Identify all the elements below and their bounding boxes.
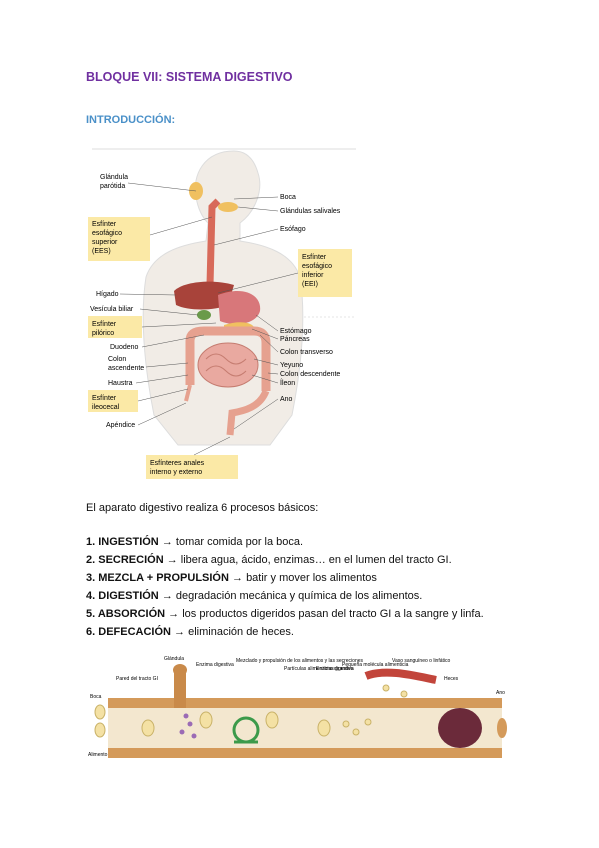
fig2-label-boca: Boca	[90, 694, 102, 700]
fig2-label-ano: Ano	[496, 690, 505, 696]
fig2-label-vaso: Vaso sanguíneo o linfático	[392, 658, 451, 664]
process-item: 6. DEFECACIÓN → eliminación de heces.	[86, 626, 294, 638]
fig2-label-particulas: Partículas alimenticias grandes	[284, 666, 354, 672]
fig2-label-glandula: Glándula	[164, 656, 184, 662]
label-pancreas: Páncreas	[280, 336, 310, 343]
label-estomago: Estómago	[280, 328, 312, 335]
process-item: 3. MEZCLA + PROPULSIÓN → batir y mover l…	[86, 572, 377, 584]
gi-tract-process-diagram: Glándula Enzima digestiva Mezclado y pro…	[88, 656, 507, 758]
process-item: 5. ABSORCIÓN → los productos digeridos p…	[86, 608, 484, 620]
label-duodeno: Duodeno	[110, 344, 139, 351]
fig2-label-molecula: Pequeña molécula alimenticia	[342, 662, 409, 668]
label-esofago: Esófago	[280, 226, 306, 233]
label-boca: Boca	[280, 194, 296, 201]
fig2-label-pared: Pared del tracto GI	[116, 676, 158, 682]
process-item: 2. SECRECIÓN → libera agua, ácido, enzim…	[86, 554, 452, 566]
label-haustra: Haustra	[108, 380, 133, 387]
label-ileon: Íleon	[280, 378, 295, 387]
fig2-label-enzima-2: Enzima digestiva	[316, 666, 354, 672]
page-title: BLOQUE VII: SISTEMA DIGESTIVO	[86, 70, 293, 84]
label-glandulas-salivales: Glándulas salivales	[280, 208, 341, 215]
label-colon-descendente: Colon descendente	[280, 371, 340, 378]
section-subtitle: INTRODUCCIÓN:	[86, 114, 176, 126]
label-ano: Ano	[280, 396, 293, 403]
label-vesicula-biliar: Vesícula biliar	[90, 306, 134, 313]
fig2-label-heces: Heces	[444, 676, 459, 682]
intro-text: El aparato digestivo realiza 6 procesos …	[86, 502, 319, 514]
label-higado: Hígado	[96, 291, 119, 298]
label-yeyuno: Yeyuno	[280, 362, 303, 369]
fig2-label-alimento: Alimento	[88, 752, 108, 758]
fig2-label-enzima: Enzima digestiva	[196, 662, 234, 668]
label-colon-transverso: Colon transverso	[280, 349, 333, 356]
process-item: 1. INGESTIÓN → tomar comida por la boca.	[86, 536, 304, 548]
fig2-label-mezclado: Mezclado y propulsión de los alimentos y…	[236, 658, 364, 664]
label-apendice: Apéndice	[106, 422, 135, 429]
process-item: 4. DIGESTIÓN → degradación mecánica y qu…	[86, 590, 423, 602]
